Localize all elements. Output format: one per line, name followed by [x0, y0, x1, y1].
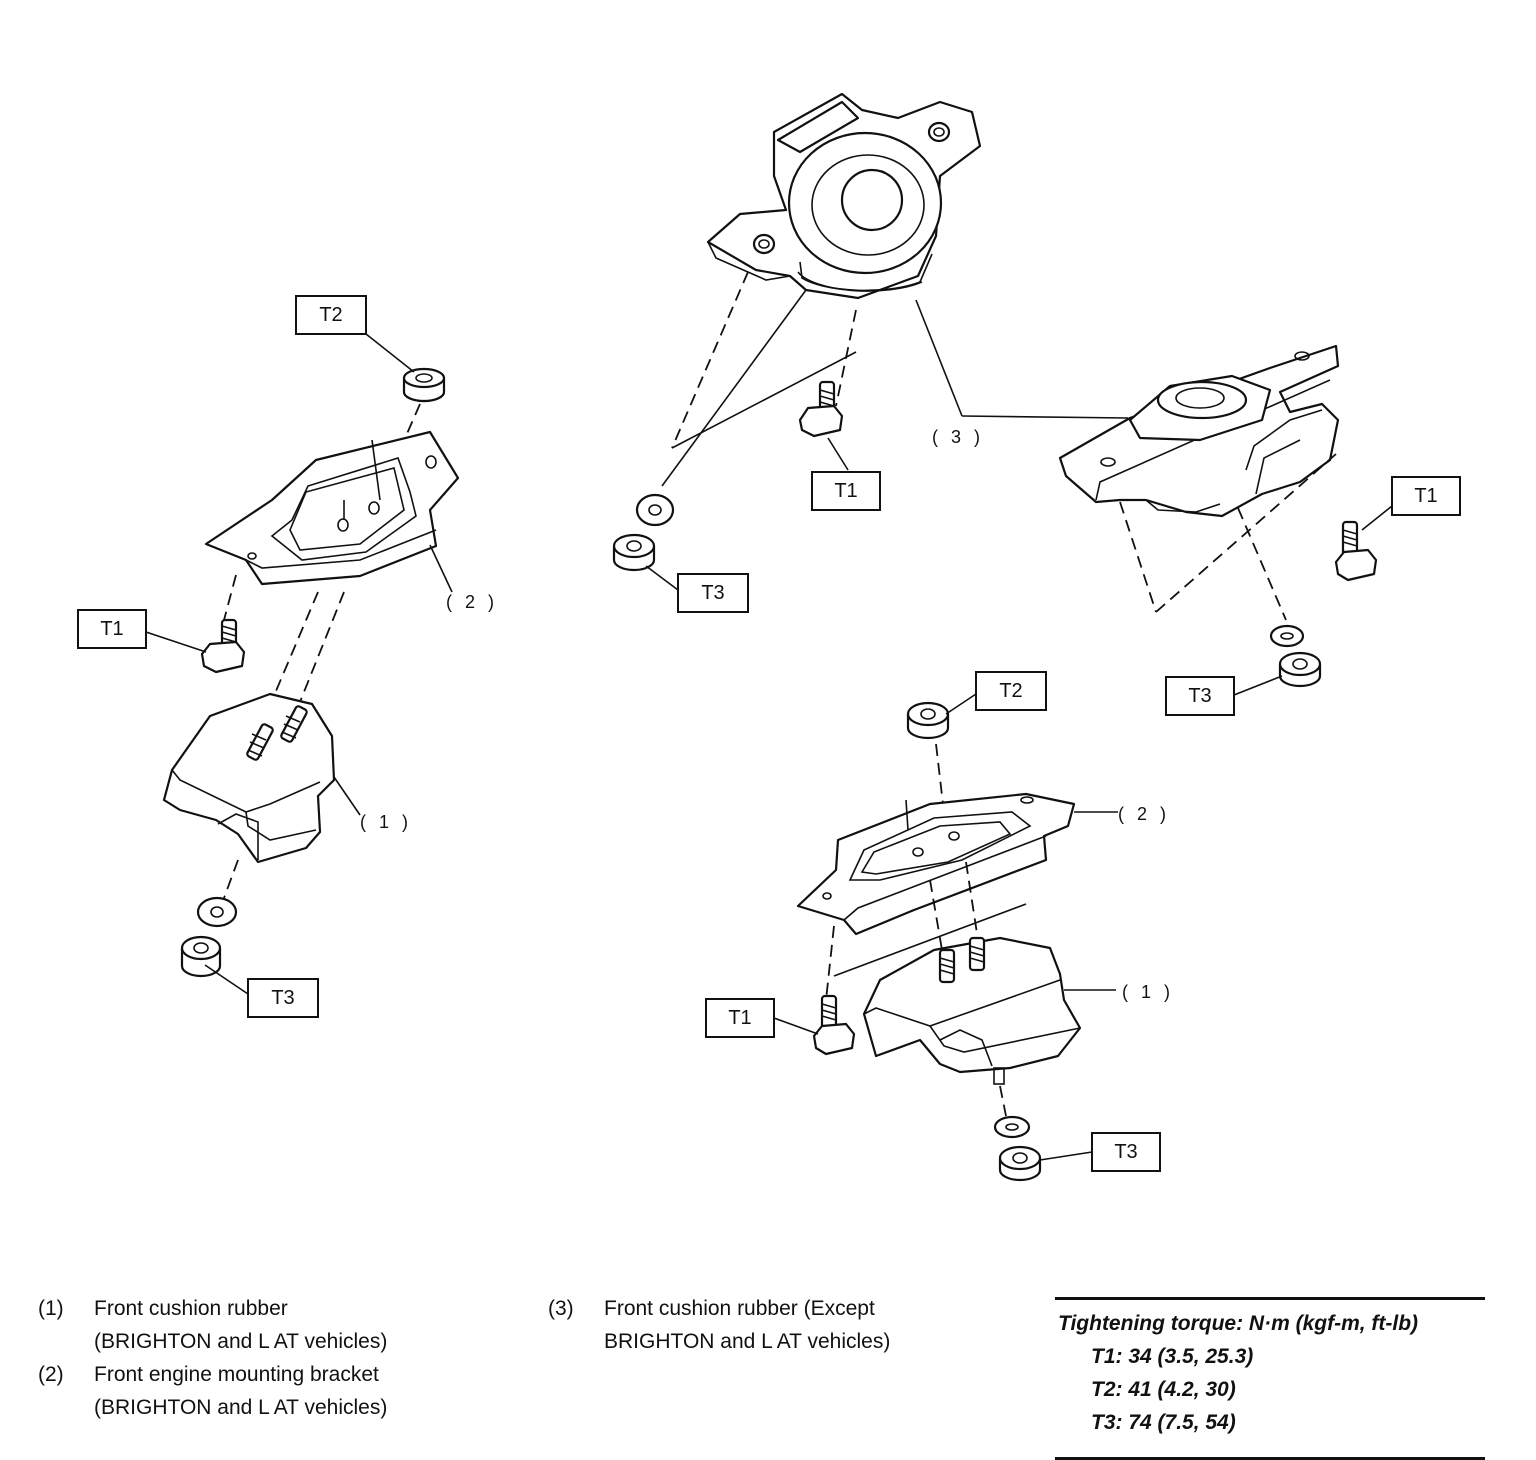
left-t2-nut	[402, 367, 446, 403]
callout-t1-right: T1	[1391, 476, 1461, 516]
svg-text:T1: T1	[728, 1007, 751, 1029]
torque-row-t1: T1: 34 (3.5, 25.3)	[1091, 1345, 1254, 1368]
right-assembly: T1 T3	[1058, 344, 1461, 716]
top-assembly: T1 T3 ( 3 )	[612, 92, 1129, 613]
torque-row-t3: T3: 74 (7.5, 54)	[1091, 1411, 1236, 1434]
label-2-lower: ( 2 )	[1118, 804, 1170, 824]
svg-text:T3: T3	[1114, 1141, 1137, 1163]
callout-t2-lower: T2	[975, 671, 1047, 711]
svg-text:T2: T2	[999, 680, 1022, 702]
callout-t3-right: T3	[1165, 676, 1235, 716]
legend-item-text: Front engine mounting bracket	[94, 1363, 379, 1386]
legend-item-1: (1) Front cushion rubber (BRIGHTON and L…	[38, 1292, 508, 1358]
lower-t2-nut	[906, 701, 950, 740]
top-t3-nut	[612, 533, 656, 572]
legend-item-text: (BRIGHTON and L AT vehicles)	[94, 1330, 388, 1353]
left-washer	[196, 896, 238, 928]
lower-cushion-rubber	[862, 936, 1082, 1085]
legend-item-3: (3) Front cushion rubber (Except BRIGHTO…	[548, 1292, 988, 1358]
legend-item-text: Front cushion rubber	[94, 1297, 288, 1320]
svg-text:T2: T2	[319, 304, 342, 326]
callout-t3-lower: T3	[1091, 1132, 1161, 1172]
right-washer	[1269, 624, 1305, 648]
left-assembly: T2 T1 T3 ( 2 ) ( 1 )	[77, 295, 498, 1018]
svg-text:T3: T3	[701, 582, 724, 604]
legend-item-text: BRIGHTON and L AT vehicles)	[604, 1330, 891, 1353]
torque-title: Tightening torque: N·m (kgf-m, ft-lb)	[1058, 1312, 1419, 1335]
label-1-lower: ( 1 )	[1122, 982, 1174, 1002]
top-washer	[635, 493, 675, 527]
legend-middle: (3) Front cushion rubber (Except BRIGHTO…	[548, 1292, 988, 1358]
svg-text:T1: T1	[1414, 485, 1437, 507]
legend-left: (1) Front cushion rubber (BRIGHTON and L…	[38, 1292, 508, 1424]
legend-item-number: (3)	[548, 1297, 574, 1320]
callout-t1-lower: T1	[705, 998, 775, 1038]
engine-mount-exploded-diagram: T2 T1 T3 ( 2 ) ( 1 )	[77, 92, 1461, 1182]
svg-text:T1: T1	[100, 618, 123, 640]
svg-text:T3: T3	[271, 987, 294, 1009]
left-cushion-rubber	[162, 692, 336, 864]
legend-item-text: Front cushion rubber (Except	[604, 1297, 875, 1320]
legend-item-2: (2) Front engine mounting bracket (BRIGH…	[38, 1358, 508, 1424]
tightening-torque-table: Tightening torque: N·m (kgf-m, ft-lb) T1…	[1055, 1297, 1485, 1460]
right-t3-nut	[1278, 651, 1322, 688]
right-cushion-rubber	[1058, 344, 1340, 518]
label-2-left: ( 2 )	[446, 592, 498, 612]
right-t1-bolt	[1334, 520, 1378, 582]
svg-text:T3: T3	[1188, 685, 1211, 707]
legend-item-text: (BRIGHTON and L AT vehicles)	[94, 1396, 388, 1419]
callout-t3-top: T3	[677, 573, 749, 613]
top-t1-bolt	[798, 380, 844, 438]
lower-t1-bolt	[812, 994, 856, 1056]
legend-item-number: (1)	[38, 1297, 64, 1320]
callout-t1-top: T1	[811, 471, 881, 511]
svg-text:T1: T1	[834, 480, 857, 502]
lower-t3-nut	[998, 1145, 1042, 1182]
callout-t3-left: T3	[247, 978, 319, 1018]
callout-t1-left: T1	[77, 609, 147, 649]
left-bracket	[204, 430, 460, 586]
lower-bracket	[796, 792, 1076, 936]
top-cushion-rubber	[706, 92, 982, 300]
torque-row-t2: T2: 41 (4.2, 30)	[1091, 1378, 1236, 1401]
legend-item-number: (2)	[38, 1363, 64, 1386]
left-t3-nut	[180, 935, 222, 978]
label-1-left: ( 1 )	[360, 812, 412, 832]
label-3: ( 3 )	[932, 427, 984, 447]
lower-assembly: T2 T1 T3 ( 2 ) ( 1 )	[705, 671, 1174, 1182]
lower-washer	[993, 1115, 1031, 1139]
callout-t2-left: T2	[295, 295, 367, 335]
left-t1-bolt	[200, 618, 246, 674]
